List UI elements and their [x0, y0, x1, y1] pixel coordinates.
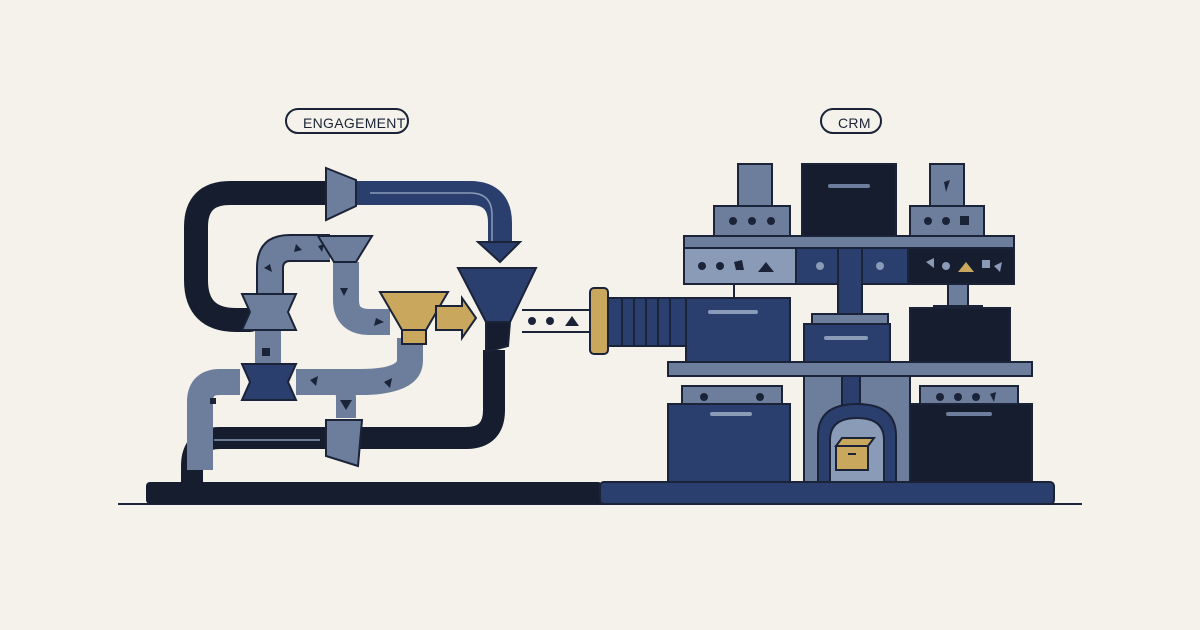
crm-mid-center-unit — [803, 313, 891, 363]
particles — [210, 244, 392, 404]
base-platform-right — [599, 481, 1055, 505]
crm-mid-left-unit — [685, 297, 791, 363]
crm-lower-shelf — [667, 361, 1033, 377]
pipe-gray-upper — [257, 235, 330, 300]
crm-top-right-unit — [909, 163, 985, 237]
gold-arrow-icon — [435, 294, 478, 342]
pipe-top-navy — [355, 181, 512, 245]
crm-top-center-unit — [801, 163, 897, 237]
conveyor-output — [522, 309, 590, 333]
funnel-small-icon — [316, 235, 374, 263]
pipe-top-navy-arrow — [370, 192, 493, 248]
box-icon — [834, 437, 876, 471]
valve-top — [325, 166, 357, 222]
connector-upper — [240, 293, 298, 331]
down-arrow-icon — [475, 241, 523, 264]
valve-bottom-arrow-icon — [340, 400, 352, 410]
funnel-main-stem — [485, 321, 512, 354]
engagement-label: ENGAGEMENT — [285, 108, 409, 134]
base-platform-left — [146, 482, 602, 504]
funnel-gold-stem — [401, 329, 427, 345]
pipe-outer-loop — [184, 181, 342, 332]
crm-bottom-left-unit — [667, 385, 791, 483]
crm-central-column — [837, 235, 863, 317]
connector-lower — [240, 363, 298, 401]
crm-input-cylinder — [589, 287, 687, 355]
crm-mid-right-unit — [909, 307, 1011, 363]
crm-bottom-right-unit — [909, 385, 1033, 483]
pipe-gray-down2 — [329, 372, 356, 418]
pipe-gray-upper-outline — [256, 234, 330, 300]
crm-upper-shelf — [683, 235, 1015, 285]
crm-top-left-unit — [713, 163, 791, 237]
pipe-gray-funnel2-out — [333, 262, 390, 335]
pipe-main-return — [330, 350, 505, 449]
valve-bottom — [325, 419, 364, 468]
pipe-gray-mid — [296, 338, 423, 395]
pipe-gray-lower — [187, 369, 240, 470]
crm-label: CRM — [820, 108, 882, 134]
